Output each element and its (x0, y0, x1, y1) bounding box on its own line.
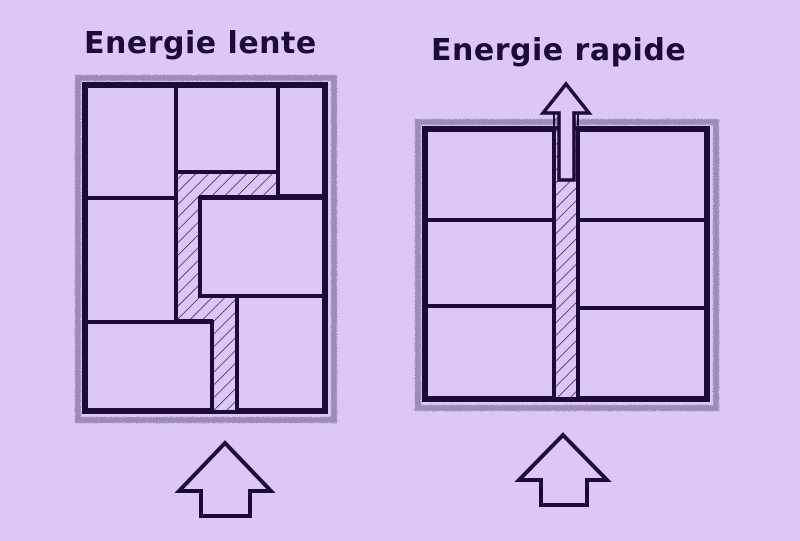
block (576, 306, 708, 400)
block (174, 84, 280, 174)
block (424, 304, 556, 400)
slow-energy-title: Energie lente (84, 26, 317, 61)
arrow-up-outline-icon (514, 432, 612, 507)
block (576, 218, 708, 310)
block (576, 128, 708, 222)
block (276, 84, 326, 198)
slow-panel-frame (82, 82, 328, 414)
fast-energy-title: Energie rapide (431, 33, 687, 68)
block (235, 294, 326, 412)
arrow-up-outline-icon (539, 81, 593, 182)
block (198, 196, 326, 298)
fast-energy-panel (415, 81, 719, 411)
slow-energy-panel (75, 75, 337, 423)
block (84, 196, 178, 324)
block (84, 84, 178, 200)
zigzag-channel (175, 171, 279, 413)
block (84, 320, 214, 412)
arrow-up-outline-icon (174, 440, 276, 518)
panel-shadow (75, 75, 337, 423)
block (424, 218, 556, 308)
block (424, 128, 556, 222)
